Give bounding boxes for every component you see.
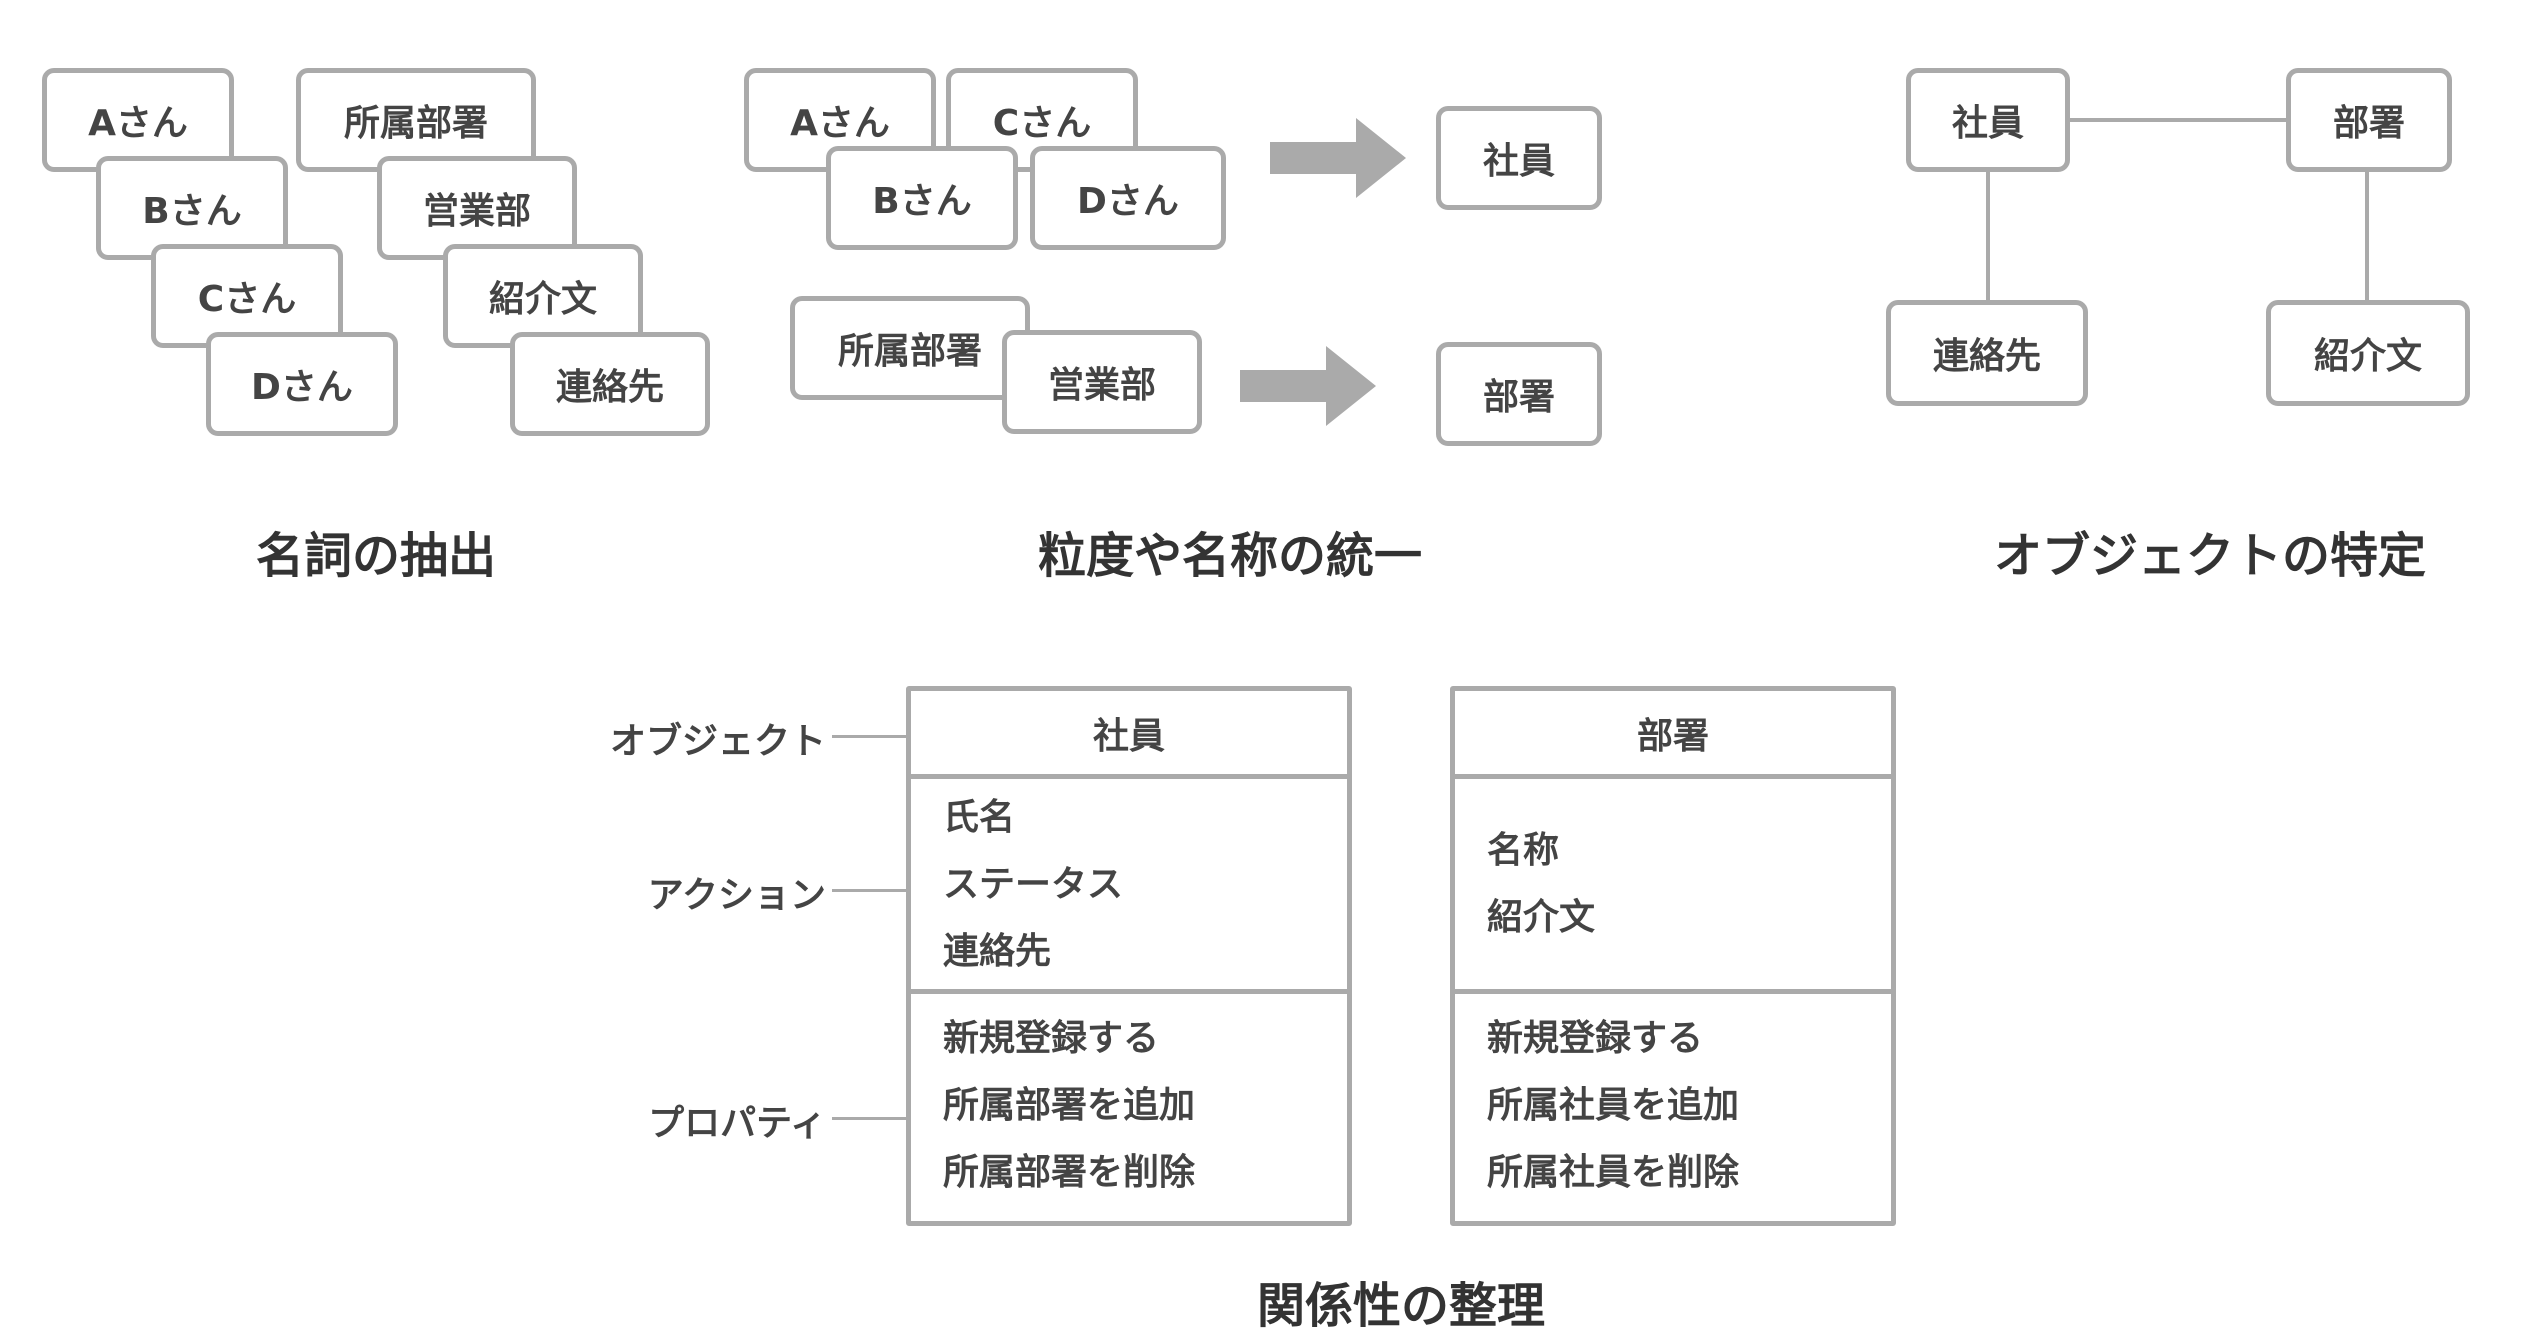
unify-result-department: 部署 [1436, 342, 1602, 446]
noun-card-sales: 営業部 [377, 156, 577, 260]
extract-title: 名詞の抽出 [255, 528, 496, 584]
node-intro: 紹介文 [2266, 300, 2470, 406]
node-employee: 社員 [1906, 68, 2070, 172]
relations-title: 関係性の整理 [1256, 1278, 1545, 1334]
employee-op-item: 所属部署を削除 [943, 1151, 1196, 1193]
noun-card-intro: 紹介文 [443, 244, 643, 348]
identify-title: オブジェクトの特定 [1993, 528, 2426, 584]
unify-card-affiliation: 所属部署 [790, 296, 1030, 400]
department-op-item: 所属社員を削除 [1487, 1151, 1740, 1193]
leader-object [832, 735, 908, 738]
department-op-item: 所属社員を追加 [1487, 1084, 1740, 1126]
department-attr-item: 名称 [1487, 830, 1560, 871]
class-department-attributes: 名称 紹介文 [1455, 779, 1891, 994]
unify-arrow-bottom [1240, 346, 1376, 426]
connector-employee-contact [1986, 172, 1990, 300]
connector-department-intro [2365, 172, 2369, 300]
label-action: アクション [647, 875, 826, 916]
unify-card-sales: 営業部 [1002, 330, 1202, 434]
employee-attr-item: 氏名 [943, 796, 1016, 838]
employee-op-item: 新規登録する [943, 1017, 1160, 1059]
node-contact: 連絡先 [1886, 300, 2088, 406]
connector-employee-department [2070, 118, 2292, 122]
label-property: プロパティ [648, 1103, 826, 1144]
class-department-name: 部署 [1455, 691, 1891, 779]
noun-card-contact: 連絡先 [510, 332, 710, 436]
unify-card-d: Dさん [1030, 146, 1226, 250]
leader-property [832, 1117, 908, 1120]
employee-op-item: 所属部署を追加 [943, 1084, 1196, 1126]
department-attr-item: 紹介文 [1487, 897, 1596, 938]
unify-result-employee: 社員 [1436, 106, 1602, 210]
label-object: オブジェクト [609, 721, 826, 762]
unify-title: 粒度や名称の統一 [1037, 528, 1422, 584]
employee-attr-item: 連絡先 [943, 930, 1052, 972]
class-department: 部署 名称 紹介文 新規登録する 所属社員を追加 所属社員を削除 [1450, 686, 1896, 1226]
department-op-item: 新規登録する [1487, 1017, 1704, 1059]
class-employee: 社員 氏名 ステータス 連絡先 新規登録する 所属部署を追加 所属部署を削除 [906, 686, 1352, 1226]
noun-card-a: Aさん [42, 68, 234, 172]
class-employee-name: 社員 [911, 691, 1347, 779]
class-department-operations: 新規登録する 所属社員を追加 所属社員を削除 [1455, 994, 1891, 1216]
node-department: 部署 [2286, 68, 2452, 172]
class-employee-operations: 新規登録する 所属部署を追加 所属部署を削除 [911, 994, 1347, 1216]
noun-card-c: Cさん [151, 244, 343, 348]
noun-card-d: Dさん [206, 332, 398, 436]
leader-action [832, 889, 908, 892]
noun-card-affiliation: 所属部署 [296, 68, 536, 172]
employee-attr-item: ステータス [943, 863, 1124, 905]
unify-card-b: Bさん [826, 146, 1018, 250]
class-employee-attributes: 氏名 ステータス 連絡先 [911, 779, 1347, 994]
unify-arrow-top [1270, 118, 1406, 198]
